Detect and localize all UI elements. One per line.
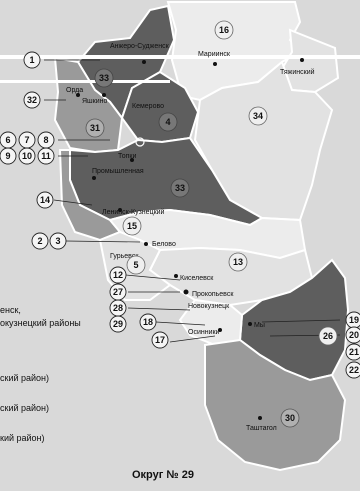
road-line-1 <box>0 55 360 59</box>
callout-32: 32 <box>27 95 37 105</box>
label-leninsk: Ленинск-Кузнецкий <box>102 208 165 216</box>
callout-17: 17 <box>155 335 165 345</box>
label-mariinsk: Мариинск <box>198 51 231 58</box>
label-prokopyevsk: Прокопьевск <box>192 291 234 298</box>
legend-line-5: кий район) <box>0 433 45 443</box>
callout-10: 10 <box>22 151 32 161</box>
label-tashtagol: Таштагол <box>246 425 277 432</box>
district-number-33-north: 33 <box>99 73 109 83</box>
label-tyazhinsky: Тяжинский <box>280 68 315 76</box>
label-kiselevsk: Киселевск <box>180 275 214 282</box>
district-number-circles: 16 33 34 31 4 33 15 5 13 26 30 <box>85 20 338 428</box>
callout-28: 28 <box>113 303 123 313</box>
label-belovo: Белово <box>152 241 176 248</box>
district-number-16: 16 <box>219 25 229 35</box>
legend-line-1: енск, <box>0 305 21 315</box>
callout-11: 11 <box>41 151 51 161</box>
district-number-13: 13 <box>233 257 243 267</box>
label-ordinsk: Орда <box>66 87 83 94</box>
legend-line-4: ский район) <box>0 403 49 413</box>
label-anzhero: Анжеро-Судженск <box>110 43 170 50</box>
district-number-30: 30 <box>285 413 295 423</box>
callout-18: 18 <box>143 317 153 327</box>
callout-19: 19 <box>349 315 359 325</box>
legend-line-3: ский район) <box>0 373 49 383</box>
district-number-33-central: 33 <box>175 183 185 193</box>
callout-14: 14 <box>40 195 50 205</box>
callout-leaders <box>44 59 341 343</box>
label-kemerovo: Кемерово <box>132 103 164 110</box>
settlement-dots <box>76 58 304 420</box>
callout-22: 22 <box>349 365 359 375</box>
label-osinniki: Осинники <box>188 329 220 336</box>
label-yashkino: Яшкино <box>82 98 108 105</box>
label-novokuznetsk: Новокузнецк <box>188 303 230 310</box>
label-mys: Мы <box>254 322 265 329</box>
district-number-5: 5 <box>133 260 138 270</box>
map-title: Округ № 29 <box>132 469 194 481</box>
callout-2: 2 <box>37 236 42 246</box>
callout-12: 12 <box>113 270 123 280</box>
label-topki: Топки <box>118 153 136 160</box>
callout-9: 9 <box>5 151 10 161</box>
callout-circles <box>0 51 360 379</box>
callout-27: 27 <box>113 287 123 297</box>
label-gurievsk: Гурьевск <box>110 253 139 260</box>
callout-29: 29 <box>113 319 123 329</box>
label-promyshlennaya: Промышленная <box>92 168 144 175</box>
callout-1: 1 <box>29 55 34 65</box>
callout-21: 21 <box>349 347 359 357</box>
callout-7: 7 <box>24 135 29 145</box>
district-number-4: 4 <box>165 117 170 127</box>
district-number-15: 15 <box>127 221 137 231</box>
callout-8: 8 <box>43 135 48 145</box>
kemerovo-marker <box>135 137 145 147</box>
district-number-31: 31 <box>90 123 100 133</box>
callout-3: 3 <box>55 236 60 246</box>
callout-6: 6 <box>5 135 10 145</box>
district-number-34: 34 <box>253 111 263 121</box>
legend-line-2: окузнецкий районы <box>0 318 81 328</box>
district-30 <box>204 338 347 472</box>
road-line-2 <box>0 80 170 83</box>
callout-20: 20 <box>349 330 359 340</box>
district-number-26: 26 <box>323 331 333 341</box>
